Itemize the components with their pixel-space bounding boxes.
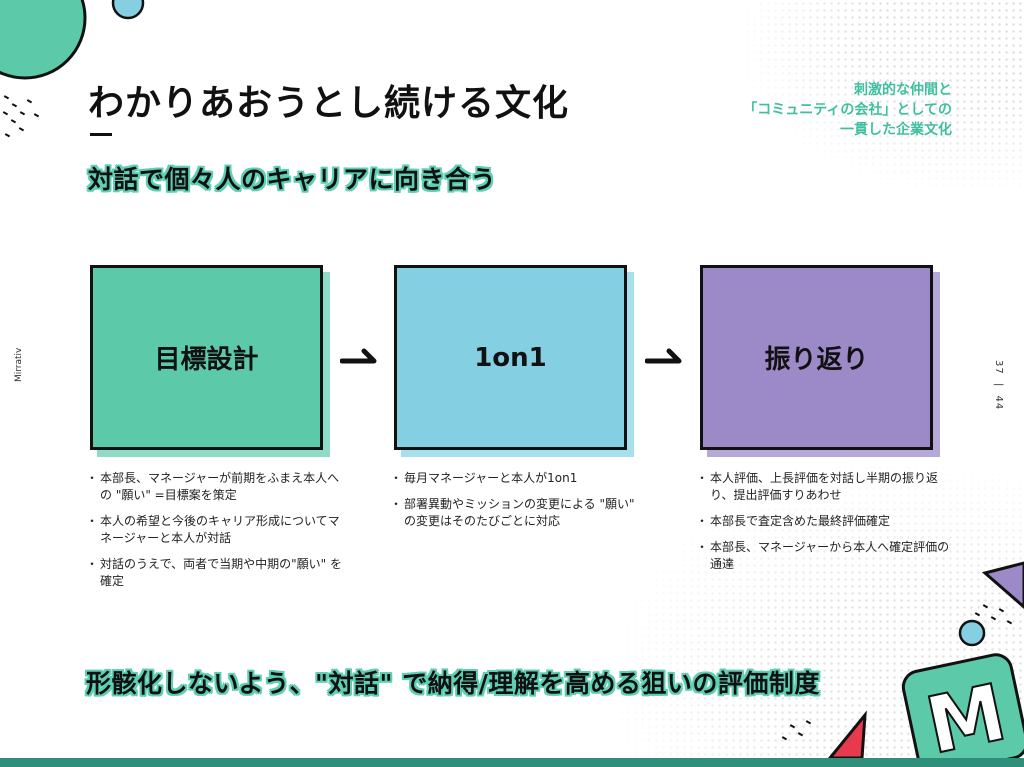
page-title: わかりあおうとし続ける文化 [88, 83, 570, 124]
step-bullets-review: 本人評価、上長評価を対話し半期の振り返り、提出評価すりあわせ 本部長で査定含めた… [696, 470, 955, 582]
step-bullets-goal-design: 本部長、マネージャーが前期をふまえ本人への "願い" =目標案を策定 本人の希望… [86, 470, 345, 599]
step-label: 振り返り [764, 345, 869, 375]
list-item: 本部長、マネージャーが前期をふまえ本人への "願い" =目標案を策定 [86, 470, 345, 504]
list-item: 毎月マネージャーと本人が1on1 [390, 470, 649, 487]
dot-pattern-top-right [744, 0, 1024, 190]
step-box-goal-design: 目標設計 [90, 265, 323, 450]
conclusion-statement: 形骸化しないよう、"対話" で納得/理解を高める狙いの評価制度 [86, 669, 820, 698]
title-underline [90, 133, 112, 136]
step-label: 目標設計 [154, 345, 259, 375]
arrow-right-icon [340, 348, 377, 364]
step-bullets-1on1: 毎月マネージャーと本人が1on1 部署異動やミッションの変更による "願い" の… [390, 470, 649, 539]
list-item: 部署異動やミッションの変更による "願い" の変更はそのたびごとに対応 [390, 496, 649, 530]
page-separator: | [993, 382, 1004, 388]
step-label: 1on1 [474, 342, 547, 373]
side-brand-label: Mirrativ [14, 347, 24, 382]
list-item: 対話のうえで、両者で当期や中期の"願い" を確定 [86, 556, 345, 590]
step-box-1on1: 1on1 [394, 265, 627, 450]
tagline: 刺激的な仲間と 「コミュニティの会社」としての 一貫した企業文化 [743, 80, 952, 140]
list-item: 本部長、マネージャーから本人へ確定評価の通達 [696, 539, 955, 573]
page-total: 44 [993, 395, 1004, 411]
bottom-bar [0, 758, 1024, 767]
page-current: 37 [993, 360, 1004, 375]
page-subtitle: 対話で個々人のキャリアに向き合う [88, 165, 497, 194]
list-item: 本人の希望と今後のキャリア形成についてマネージャーと本人が対話 [86, 513, 345, 547]
list-item: 本人評価、上長評価を対話し半期の振り返り、提出評価すりあわせ [696, 470, 955, 504]
page-number: 37 | 44 [993, 360, 1004, 410]
list-item: 本部長で査定含めた最終評価確定 [696, 513, 955, 530]
step-box-review: 振り返り [700, 265, 933, 450]
tagline-line-1: 刺激的な仲間と [854, 82, 952, 98]
arrow-right-icon [645, 348, 682, 364]
tagline-line-2: 「コミュニティの会社」としての [743, 102, 952, 118]
tagline-line-3: 一貫した企業文化 [840, 122, 952, 138]
